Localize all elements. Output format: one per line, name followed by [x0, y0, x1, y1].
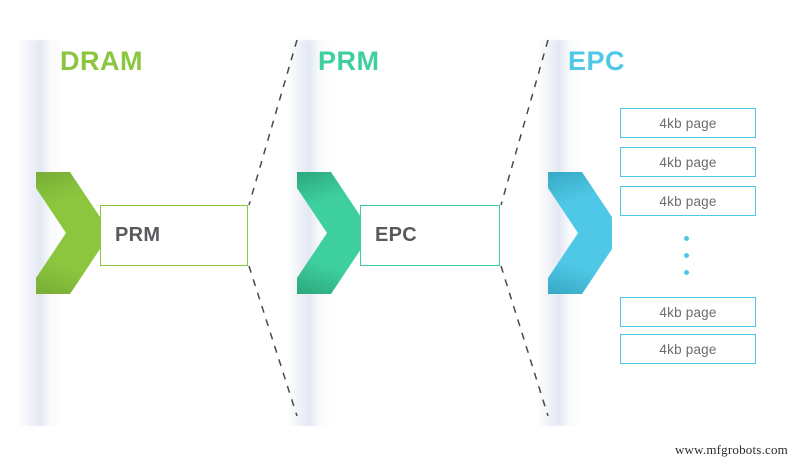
vertical-ellipsis-icon: [684, 236, 692, 280]
panel-title-epc: EPC: [568, 46, 626, 76]
box-prm-label: PRM: [115, 224, 161, 246]
page-box-2: 4kb page: [620, 147, 756, 177]
connector-line-prm-top: [500, 39, 549, 206]
page-box-label: 4kb page: [659, 193, 717, 209]
chevron-dram: [36, 172, 100, 294]
panel-title-dram: DRAM: [60, 46, 143, 76]
chevron-epc: [548, 172, 612, 294]
page-box-label: 4kb page: [659, 115, 717, 131]
box-epc: EPC: [360, 205, 500, 266]
page-box-3: 4kb page: [620, 186, 756, 216]
ellipsis-dot: [684, 236, 689, 241]
page-box-label: 4kb page: [659, 154, 717, 170]
connector-line-dram-top: [248, 39, 298, 206]
box-prm: PRM: [100, 205, 248, 266]
connector-line-dram-bottom: [248, 265, 298, 417]
page-box-label: 4kb page: [659, 341, 717, 357]
chevron-prm: [297, 172, 361, 294]
watermark: www.mfgrobots.com: [674, 442, 788, 457]
ellipsis-dot: [684, 270, 689, 275]
page-box-label: 4kb page: [659, 304, 717, 320]
panel-title-prm: PRM: [318, 46, 380, 76]
ellipsis-dot: [684, 253, 689, 258]
connector-line-prm-bottom: [500, 265, 549, 417]
page-box-1: 4kb page: [620, 108, 756, 138]
box-epc-label: EPC: [375, 224, 418, 246]
page-box-5: 4kb page: [620, 334, 756, 364]
page-box-4: 4kb page: [620, 297, 756, 327]
